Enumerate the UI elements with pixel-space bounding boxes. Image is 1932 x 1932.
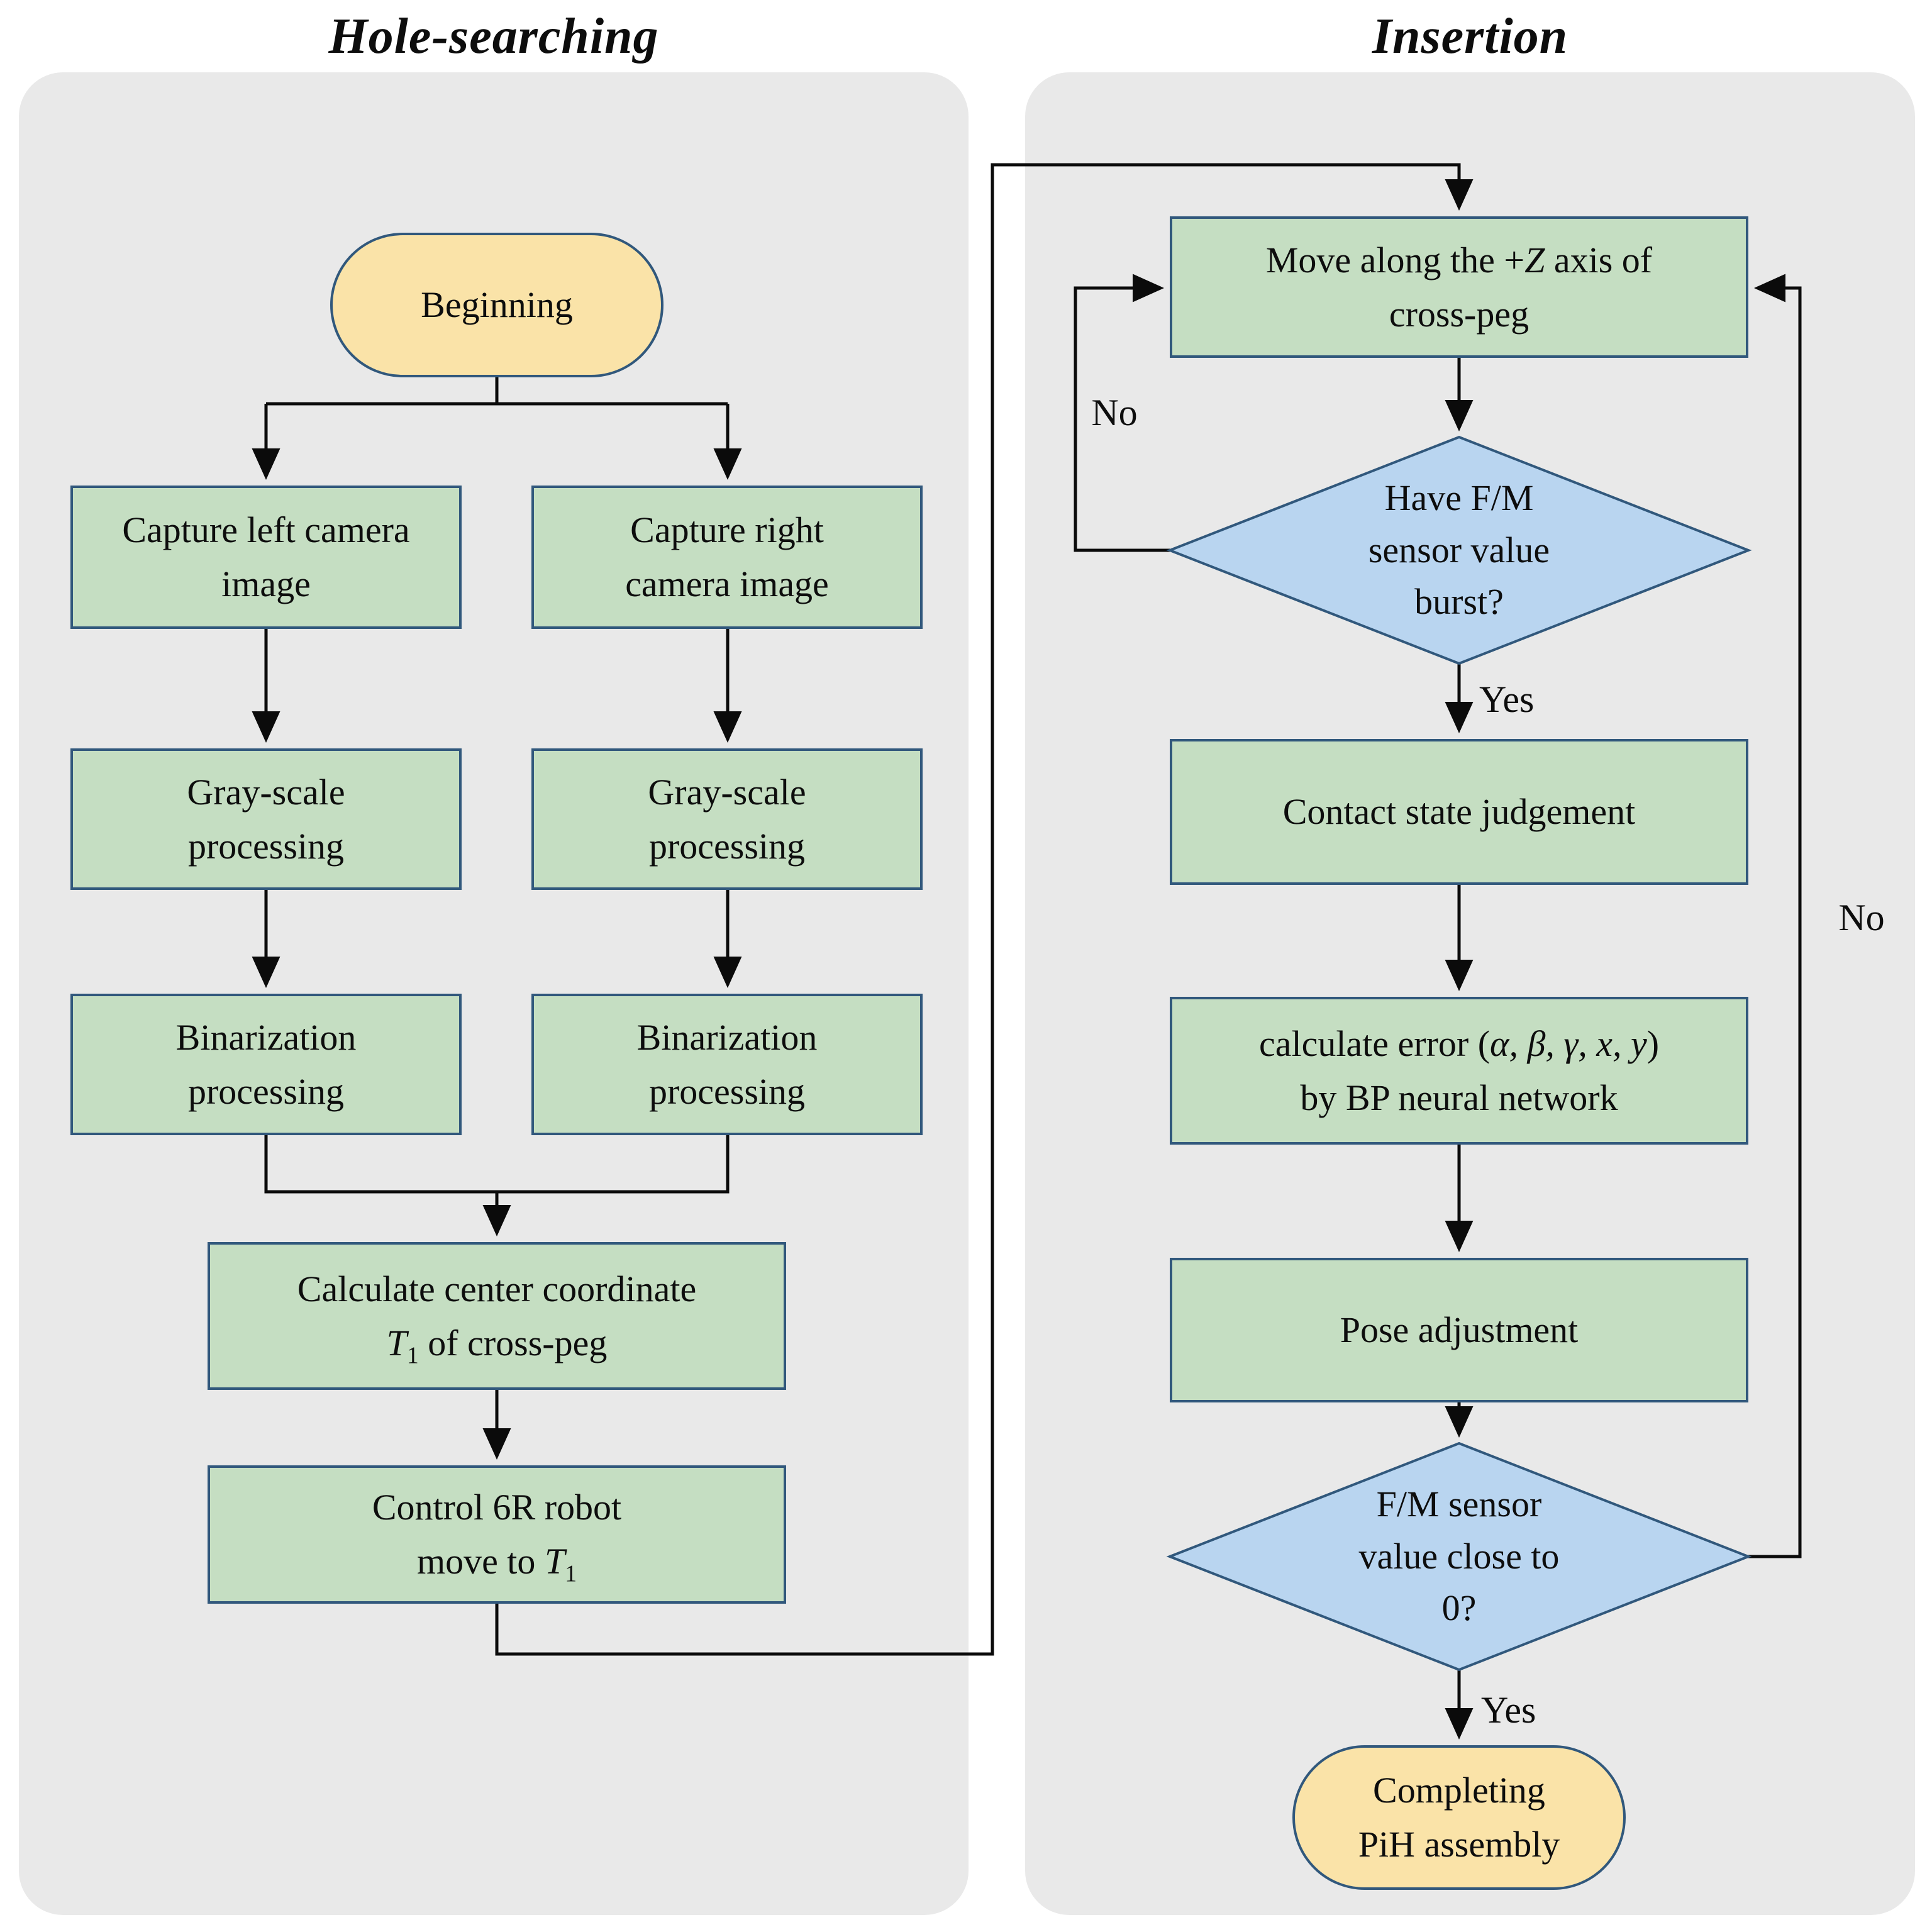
edge-zero-no-loop	[1748, 274, 1802, 1558]
node-grayscale-left: Gray-scale processing	[70, 748, 462, 890]
decision-fm-burst-shape	[1166, 435, 1752, 665]
label-yes-zero: Yes	[1481, 1689, 1536, 1731]
decision-fm-zero-shape	[1166, 1441, 1752, 1672]
title-insertion: Insertion	[1372, 8, 1568, 64]
title-hole-searching: Hole-searching	[328, 8, 659, 64]
decision-fm-zero-label: F/M sensor value close to 0?	[1358, 1484, 1560, 1629]
edge-burst-no-loop	[1074, 274, 1170, 552]
node-binarization-left: Binarization processing	[70, 994, 462, 1135]
node-calculate-error: calculate error (α, β, γ, x, y) by BP ne…	[1170, 997, 1748, 1145]
node-control-robot: Control 6R robot move to T1	[208, 1465, 786, 1604]
label-no-burst: No	[1091, 392, 1138, 433]
node-beginning: Beginning	[330, 233, 663, 377]
node-capture-left: Capture left camera image	[70, 486, 462, 629]
node-completing: Completing PiH assembly	[1292, 1745, 1626, 1890]
node-contact-state: Contact state judgement	[1170, 739, 1748, 885]
node-pose-adjustment: Pose adjustment	[1170, 1258, 1748, 1402]
decision-fm-burst-label: Have F/M sensor value burst?	[1368, 477, 1550, 623]
label-no-zero: No	[1838, 897, 1885, 938]
edge-merge	[264, 1135, 730, 1194]
node-binarization-right: Binarization processing	[531, 994, 923, 1135]
edge-control-to-move	[495, 163, 1474, 1656]
node-capture-right: Capture right camera image	[531, 486, 923, 629]
node-calculate-center: Calculate center coordinate T1 of cross-…	[208, 1242, 786, 1390]
node-grayscale-right: Gray-scale processing	[531, 748, 923, 890]
node-move-along-z: Move along the +Z axis of cross-peg	[1170, 216, 1748, 358]
label-yes-burst: Yes	[1479, 679, 1535, 720]
